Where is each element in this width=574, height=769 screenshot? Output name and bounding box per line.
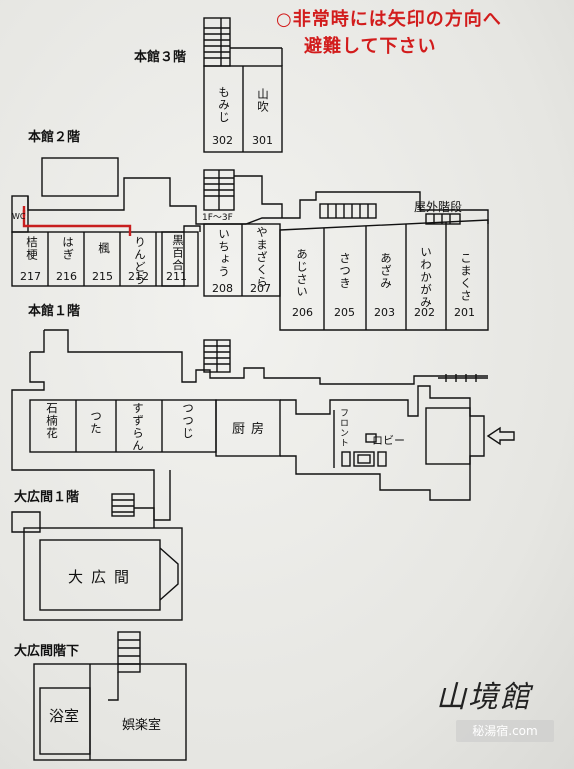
plan-3f [203, 17, 283, 153]
room-name: こまくさ [459, 252, 473, 302]
notice-line-1: ○非常時には矢印の方向へ [276, 9, 502, 30]
room-number: 206 [292, 306, 313, 319]
floor-title-below-hall: 大広間階下 [14, 644, 80, 659]
room-name: やまざくら [255, 226, 269, 289]
room-number: 201 [454, 306, 475, 319]
stairs-range-label: 1F～3F [202, 213, 233, 223]
floor-title-1f: 本館１階 [28, 304, 81, 319]
room-number: 217 [20, 270, 41, 283]
outdoor-stairs-label: 屋外階段 [414, 200, 463, 214]
floor-title-3f: 本館３階 [134, 50, 187, 65]
room-number: 202 [414, 306, 435, 319]
plan-2f [11, 157, 489, 331]
room-name: 石楠花 [45, 402, 59, 440]
recreation-room-label: 娯楽室 [122, 718, 162, 733]
room-name: いちょう [217, 228, 231, 278]
room-number: 216 [56, 270, 77, 283]
plan-below-hall [33, 631, 187, 761]
lobby-label: ロビー [372, 434, 405, 447]
room-name: いわかがみ [419, 246, 433, 309]
evacuation-route [22, 210, 132, 236]
entrance-arrow-icon [486, 426, 515, 446]
evacuation-notice: ○非常時には矢印の方向へ 避難して下さい [276, 6, 502, 60]
room-name: 桔梗 [25, 236, 39, 261]
room-name: もみじ [217, 86, 231, 124]
room-name: りんどう [133, 236, 147, 286]
bath-label: 浴室 [48, 707, 79, 725]
kitchen-label: 厨房 [232, 422, 271, 437]
room-number: 302 [212, 134, 233, 147]
room-number: 211 [166, 270, 187, 283]
great-hall-label: 大広間 [68, 568, 138, 586]
inn-logo: 山境館 [436, 680, 532, 715]
room-name: つつじ [181, 402, 195, 440]
room-name: すずらん [131, 402, 145, 452]
room-number: 205 [334, 306, 355, 319]
room-name: はぎ [61, 236, 75, 261]
floor-title-2f: 本館２階 [28, 130, 81, 145]
floor-title-hall-1f: 大広間１階 [14, 490, 80, 505]
room-number: 301 [252, 134, 273, 147]
room-name: 山吹 [256, 88, 270, 113]
room-name: さつき [338, 252, 352, 290]
front-desk-label: フロント [338, 408, 348, 448]
watermark: 秘湯宿.com [456, 720, 554, 742]
room-name: あざみ [379, 252, 393, 290]
notice-line-2: 避難して下さい [304, 36, 437, 57]
room-number: 215 [92, 270, 113, 283]
room-name: あじさい [295, 248, 309, 298]
wc-label: WC [12, 212, 26, 221]
room-number: 203 [374, 306, 395, 319]
room-number: 208 [212, 282, 233, 295]
room-number: 207 [250, 282, 271, 295]
room-name: 楓 [97, 242, 111, 255]
room-name: 黒百合 [171, 234, 185, 272]
room-name: つた [89, 410, 103, 435]
room-number: 212 [128, 270, 149, 283]
plan-1f [11, 329, 488, 521]
plan-great-hall [11, 493, 183, 621]
